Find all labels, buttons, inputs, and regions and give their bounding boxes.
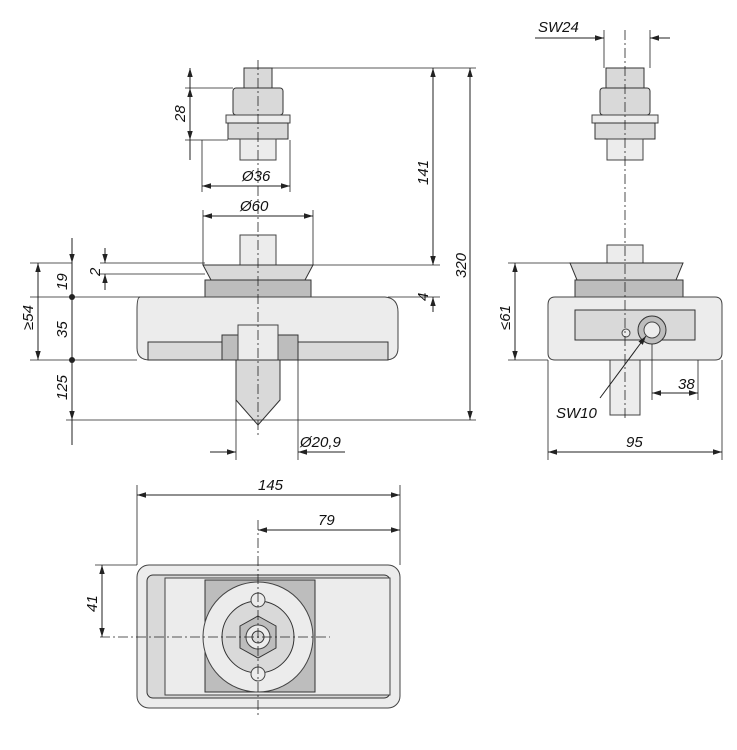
dim-145-label: 145 xyxy=(258,477,284,494)
dim-d20-9-label: Ø20,9 xyxy=(299,434,342,451)
dim-320-label: 320 xyxy=(453,252,470,278)
dim-141-label: 141 xyxy=(415,160,432,185)
dim-41-label: 41 xyxy=(84,595,101,612)
dim-d60-label: Ø60 xyxy=(239,198,269,215)
side-levelling-foot xyxy=(547,244,723,416)
side-view: SW24 ≤61 38 SW10 95 xyxy=(497,19,723,460)
dim-79-label: 79 xyxy=(318,512,335,529)
front-levelling-foot xyxy=(136,234,399,426)
dim-d36-label: Ø36 xyxy=(241,168,271,185)
top-view: 145 79 41 xyxy=(84,477,401,715)
dim-ge54-label: ≥54 xyxy=(20,305,37,330)
front-view: 28 Ø36 Ø60 141 4 320 2 19 35 125 ≥54 Ø20… xyxy=(20,60,476,460)
dim-le61-label: ≤61 xyxy=(497,305,514,330)
dim-35-label: 35 xyxy=(54,321,71,338)
dim-2-label: 2 xyxy=(87,267,104,277)
dim-19-label: 19 xyxy=(54,273,71,290)
dim-sw24-label: SW24 xyxy=(538,19,579,36)
dim-125-label: 125 xyxy=(54,374,71,400)
dim-38-label: 38 xyxy=(678,376,695,393)
dim-28-label: 28 xyxy=(172,105,189,123)
dim-95-label: 95 xyxy=(626,434,643,451)
dim-4-label: 4 xyxy=(415,293,432,301)
dim-sw10-label: SW10 xyxy=(556,405,598,422)
